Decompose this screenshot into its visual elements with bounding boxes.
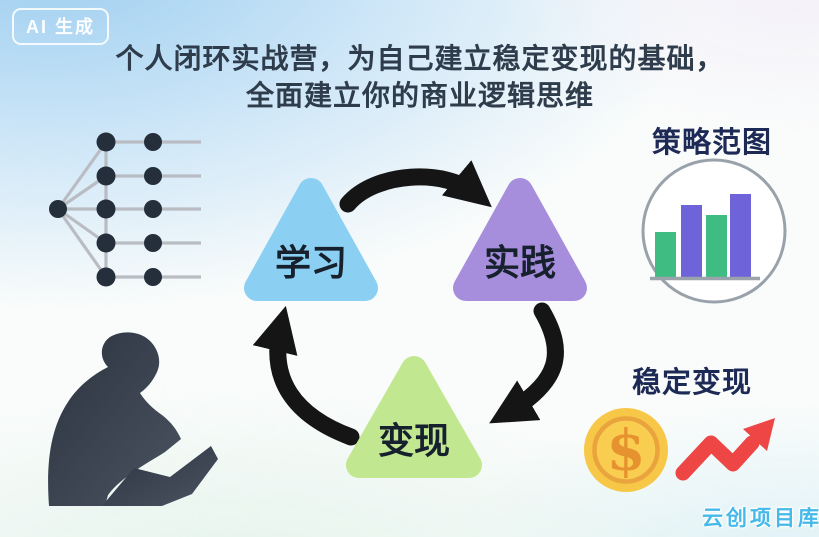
ai-generated-badge: AI 生成 (12, 8, 110, 45)
triangle-monetize (346, 356, 482, 478)
cycle-arrows (252, 160, 564, 446)
arrow-learn-to-practice (339, 160, 492, 213)
stable-income-label: 稳定变现 (631, 367, 752, 399)
triangle-monetize-label: 变现 (378, 420, 450, 461)
bar-2 (681, 205, 702, 278)
bar-chart-bars (655, 194, 751, 278)
coin-icon: $ (584, 408, 668, 492)
trend-up-arrow-icon (675, 418, 775, 481)
tree-diagram (49, 132, 201, 287)
triangle-practice (453, 178, 587, 301)
page-title-line1: 个人闭环实战营，为自己建立稳定变现的基础， (115, 43, 725, 74)
dollar-sign-icon: $ (607, 418, 646, 484)
triangle-learn (244, 178, 378, 301)
bar-3 (706, 215, 727, 278)
triangle-practice-label: 实践 (484, 242, 556, 283)
reading-person-silhouette (48, 332, 218, 506)
bar-4 (730, 194, 751, 278)
page-title-line2: 全面建立你的商业逻辑思维 (245, 80, 594, 111)
watermark: 云创项目库 (702, 507, 819, 530)
page-title: 个人闭环实战营，为自己建立稳定变现的基础， 全面建立你的商业逻辑思维 (78, 40, 762, 114)
triangle-learn-label: 学习 (275, 242, 347, 283)
arrow-practice-to-monetize (489, 302, 564, 424)
strategy-section-label: 策略范图 (651, 127, 772, 159)
cycle-triangles (244, 178, 587, 478)
bar-1 (655, 232, 676, 278)
strategy-chart-icon (641, 158, 787, 304)
arrow-monetize-to-learn (252, 305, 360, 446)
